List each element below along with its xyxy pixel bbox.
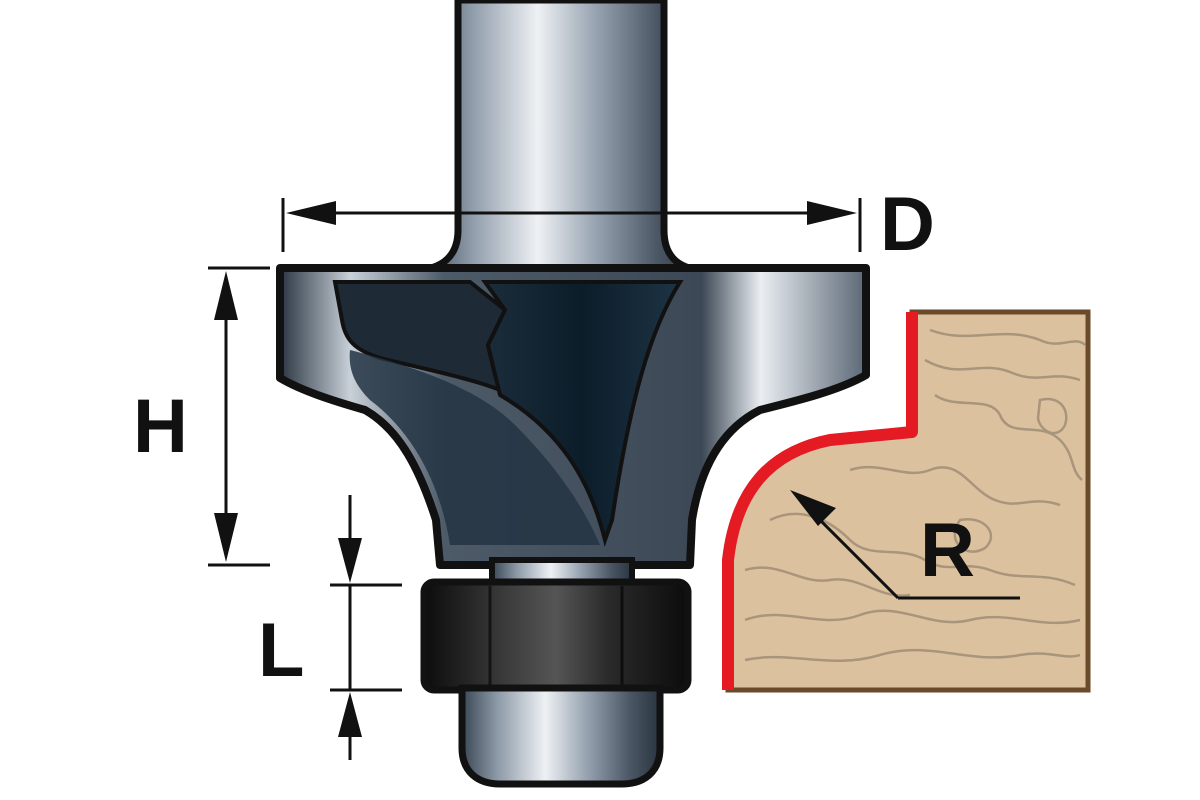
- label-d: D: [880, 182, 935, 267]
- dimension-r: [790, 490, 1020, 600]
- wood-grain: [744, 328, 1086, 662]
- h-arrowhead-top: [214, 271, 238, 320]
- carbide-cutter-center: [481, 280, 684, 547]
- dimension-h: [208, 266, 270, 567]
- label-l: L: [258, 608, 304, 693]
- pilot-tip: [458, 684, 664, 788]
- r-arrowhead: [790, 490, 836, 526]
- wood-workpiece: [722, 309, 1091, 693]
- shank: [419, 0, 701, 274]
- guide-bearing: [420, 578, 692, 694]
- label-r: R: [920, 508, 975, 593]
- dimension-l: [330, 495, 402, 760]
- d-arrowhead-right: [807, 201, 857, 225]
- cut-profile-line: [722, 312, 918, 690]
- h-arrowhead-bottom: [214, 513, 238, 562]
- flute-shadow: [349, 350, 600, 545]
- d-arrowhead-left: [286, 201, 336, 225]
- label-h: H: [133, 384, 188, 469]
- router-bit: [276, 0, 870, 788]
- dimension-d: [281, 198, 862, 252]
- l-arrowhead-bottom: [338, 692, 362, 737]
- l-arrowhead-top: [338, 538, 362, 583]
